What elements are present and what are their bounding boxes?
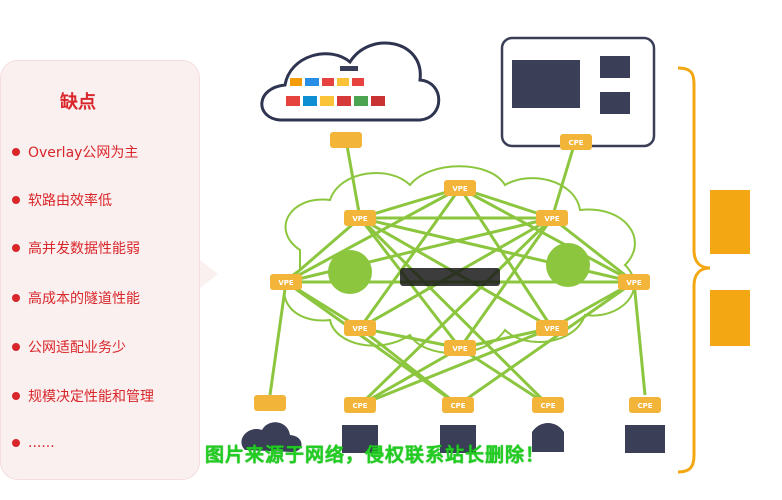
cloud-services-icon [260,41,441,122]
bullet-icon [12,294,20,302]
cpe-node [254,395,286,411]
svg-text:CPE: CPE [637,402,652,410]
vpe-node: VPE [536,210,568,226]
bullet-icon [12,244,20,252]
cpe-node: CPE [442,397,474,413]
controller-icon [546,243,590,287]
svg-text:VPE: VPE [352,325,368,333]
svg-text:VPE: VPE [544,215,560,223]
vpe-node: VPE [536,320,568,336]
drawbacks-panel: 缺点 Overlay公网为主 软路由效率低 高并发数据性能弱 高成本的隧道性能 … [0,60,218,480]
svg-text:CPE: CPE [450,402,465,410]
cloud-app-logos [286,66,385,106]
cpe-node: CPE [560,134,592,150]
svg-text:CPE: CPE [352,402,367,410]
bullet-icon [12,392,20,400]
branch-factory-icon [440,425,476,453]
center-label-bar [400,268,500,286]
branch-store-icon [625,425,665,453]
branch-office-icon [342,425,378,453]
cpe-node [330,132,362,148]
list-item: 规模决定性能和管理 [12,386,154,406]
bracket-icon [677,66,711,474]
svg-text:VPE: VPE [278,279,294,287]
list-item: 公网适配业务少 [12,337,126,357]
svg-text:VPE: VPE [626,279,642,287]
vpe-node: VPE [270,274,302,290]
svg-text:VPE: VPE [544,325,560,333]
watermark-text: 图片来源于网络，侵权联系站长删除！ [205,444,546,466]
list-item: ...... [12,435,55,451]
bullet-icon [12,196,20,204]
svg-text:CPE: CPE [540,402,555,410]
side-label-block [710,190,750,254]
controller-icon [328,250,372,294]
cpe-node: CPE [629,397,661,413]
vpe-node: VPE [444,180,476,196]
list-item: Overlay公网为主 [12,142,138,162]
list-item: 高并发数据性能弱 [12,238,140,258]
svg-text:VPE: VPE [452,345,468,353]
panel-title: 缺点 [60,92,96,113]
branch-cloud-icon [241,422,302,452]
vpe-node: VPE [344,210,376,226]
bullet-icon [12,439,20,447]
server-icon [600,92,630,114]
server-rack-icon [512,60,580,108]
vpe-node: VPE [444,340,476,356]
svg-text:CPE: CPE [568,139,583,147]
cpe-node: CPE [532,397,564,413]
svg-text:VPE: VPE [452,185,468,193]
side-label-block [710,290,750,346]
bullet-icon [12,343,20,351]
list-item: 软路由效率低 [12,190,112,210]
list-item: 高成本的隧道性能 [12,288,140,308]
bullet-icon [12,148,20,156]
vpe-node: VPE [344,320,376,336]
branch-user-icon [532,423,564,452]
vpe-node: VPE [618,274,650,290]
svg-text:VPE: VPE [352,215,368,223]
server-icon [600,56,630,78]
cpe-node: CPE [344,397,376,413]
